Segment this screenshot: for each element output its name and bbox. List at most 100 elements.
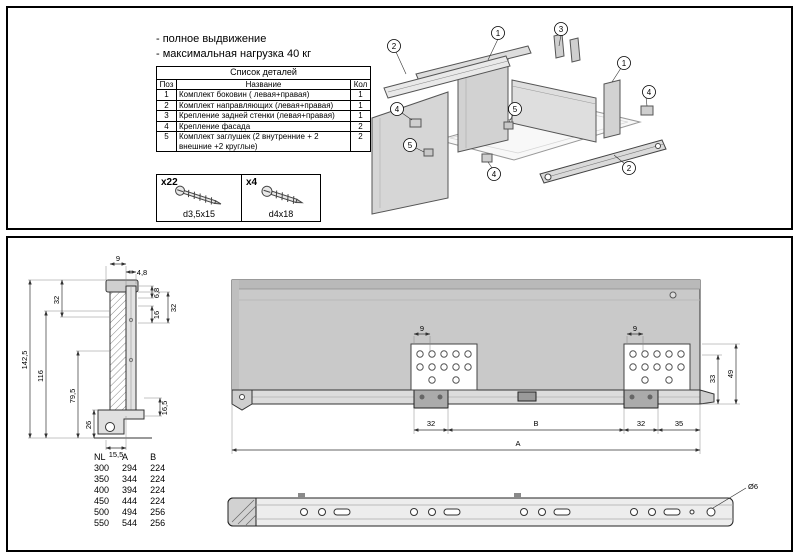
diameter-leader-line <box>712 487 747 509</box>
mounting-plate-left <box>410 343 478 391</box>
screw-size: d3,5x15 <box>182 209 216 219</box>
dim-32-left: 32 <box>52 296 61 304</box>
parts-header-name: Название <box>176 78 351 90</box>
rear-screw-hole <box>669 291 677 299</box>
front-bracket <box>481 153 493 163</box>
callout-4: 4 <box>642 85 656 107</box>
rail-latch <box>517 391 537 402</box>
dim-9-right: 9 <box>633 324 637 333</box>
feature-notes: - полное выдвижение - максимальная нагру… <box>156 32 311 62</box>
svg-text:3: 3 <box>559 25 564 34</box>
size-nl: 400 <box>94 485 110 495</box>
plug-part <box>423 148 434 157</box>
dim-26: 26 <box>84 421 93 429</box>
size-a: 544 <box>122 518 138 528</box>
roller-wheel <box>105 422 115 432</box>
slide-profile-section <box>97 409 145 435</box>
dim-16: 16 <box>152 311 161 319</box>
note-max-load: - максимальная нагрузка 40 кг <box>156 48 312 60</box>
svg-text:2: 2 <box>627 164 632 173</box>
svg-text:5: 5 <box>513 105 518 114</box>
parts-table-title: Список деталей <box>156 66 371 80</box>
side-panel-right <box>603 79 621 139</box>
rear-hook <box>699 389 715 405</box>
parts-row: 4 Крепление фасада 2 <box>156 120 371 132</box>
part-name: Крепление задней стенки (левая+правая) <box>176 110 351 122</box>
front-bracket <box>640 105 654 116</box>
svg-text:4: 4 <box>395 105 400 114</box>
mounting-plate-right <box>623 343 691 391</box>
rail-top-view-drawing: Ø6 <box>227 482 758 527</box>
instruction-sheet-top: - полное выдвижение - максимальная нагру… <box>6 6 793 230</box>
front-panel <box>371 91 449 215</box>
dim-49: 49 <box>726 370 735 378</box>
dim-diameter-6: Ø6 <box>748 482 758 491</box>
screw-count: x4 <box>246 177 258 188</box>
size-row: 400 394 224 <box>94 485 178 496</box>
dimension-sheet-bottom: 142,5 116 32 79,5 26 9 4,8 6,8 16 32 16,… <box>6 236 793 552</box>
cross-section-drawing: 142,5 116 32 79,5 26 9 4,8 6,8 16 32 16,… <box>20 254 178 459</box>
size-row: 350 344 224 <box>94 474 178 485</box>
dim-9-left: 9 <box>420 324 424 333</box>
size-nl: 550 <box>94 518 110 528</box>
side-elevation-drawing: 9 9 32 B 32 35 A 33 49 <box>231 279 740 454</box>
callout-4: 4 <box>390 102 413 121</box>
callout-2: 2 <box>387 39 407 75</box>
part-name: Комплект боковин ( левая+правая) <box>176 89 351 101</box>
dim-B: B <box>533 419 538 428</box>
size-row: 550 544 256 <box>94 518 178 529</box>
callout-4: 4 <box>487 161 501 181</box>
size-table: NL A B 300 294 224 350 344 224 400 394 2… <box>94 452 178 529</box>
size-header-nl: NL <box>94 452 106 462</box>
size-a: 294 <box>122 463 138 473</box>
size-a: 344 <box>122 474 138 484</box>
svg-text:1: 1 <box>622 59 627 68</box>
parts-row: 5 Комплект заглушек (2 внутренние + 2 вн… <box>156 131 371 152</box>
dim-33: 33 <box>708 375 717 383</box>
size-row: 450 444 224 <box>94 496 178 507</box>
screw-specs: x22 d3,5x15 x4 <box>156 174 321 222</box>
svg-text:1: 1 <box>496 29 501 38</box>
size-nl: 350 <box>94 474 110 484</box>
dim-35: 35 <box>675 419 683 428</box>
part-name: Комплект направляющих (левая+правая) <box>176 99 351 111</box>
callout-5: 5 <box>403 138 425 153</box>
callout-1: 1 <box>487 26 505 61</box>
size-b: 256 <box>150 518 166 528</box>
part-qty: 2 <box>350 131 371 152</box>
parts-header-pos: Поз <box>156 78 177 90</box>
screw-spec-d4x18: x4 d4x18 <box>241 174 321 222</box>
callout-5: 5 <box>508 102 522 123</box>
size-nl: 300 <box>94 463 110 473</box>
screw-spec-d35x15: x22 d3,5x15 <box>156 174 242 222</box>
exploded-view-diagram: 2 1 3 1 4 <box>371 22 667 215</box>
size-row: 500 494 256 <box>94 507 178 518</box>
note-full-extension: - полное выдвижение <box>156 33 267 45</box>
screw-size: d4x18 <box>268 209 294 219</box>
plug-part <box>503 121 514 130</box>
svg-text:4: 4 <box>492 170 497 179</box>
size-a: 494 <box>122 507 138 517</box>
rail-clip <box>514 493 521 498</box>
dim-16-5: 16,5 <box>160 401 169 416</box>
part-name: Комплект заглушек (2 внутренние + 2 внеш… <box>176 131 351 152</box>
part-name: Крепление фасада <box>176 120 351 132</box>
dim-79-5: 79,5 <box>68 389 77 404</box>
rear-bracket <box>569 37 581 63</box>
size-row: 300 294 224 <box>94 463 178 474</box>
screw-icon <box>261 185 304 204</box>
size-b: 256 <box>150 507 166 517</box>
size-b: 224 <box>150 496 166 506</box>
svg-text:2: 2 <box>392 42 397 51</box>
dim-32-right: 32 <box>169 304 178 312</box>
parts-row: 2 Комплект направляющих (левая+правая) 1 <box>156 99 371 111</box>
dim-116: 116 <box>36 370 45 382</box>
size-a: 444 <box>122 496 138 506</box>
callout-1: 1 <box>611 56 631 83</box>
front-bracket <box>409 118 422 128</box>
dim-15-5: 15,5 <box>109 450 124 459</box>
callout-2: 2 <box>613 154 636 175</box>
dim-142-5: 142,5 <box>20 351 29 370</box>
size-b: 224 <box>150 485 166 495</box>
svg-text:4: 4 <box>647 88 652 97</box>
